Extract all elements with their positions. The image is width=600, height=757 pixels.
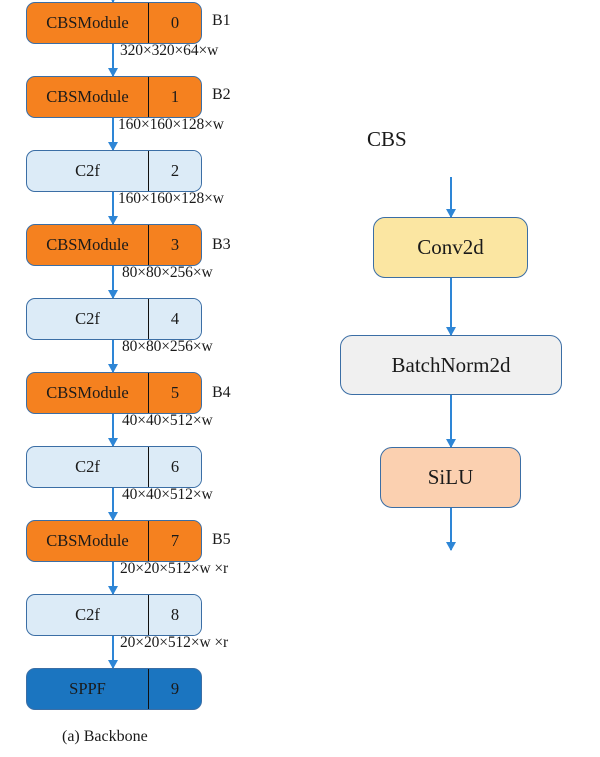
backbone-node-9-index: 9	[148, 669, 201, 709]
backbone-node-5[interactable]: CBSModule 5	[26, 372, 202, 414]
backbone-node-7-label: CBSModule	[46, 530, 129, 550]
edge-label-6: 40×40×512×w	[122, 486, 213, 503]
cbs-arrow-conv-bn	[450, 278, 452, 335]
cbs-node-batchnorm2d-label: BatchNorm2d	[391, 352, 511, 377]
cbs-node-silu[interactable]: SiLU	[380, 447, 521, 508]
backbone-node-1[interactable]: CBSModule 1	[26, 76, 202, 118]
backbone-arrow-6-7	[112, 488, 114, 520]
backbone-node-6-label: C2f	[75, 456, 100, 476]
backbone-node-8[interactable]: C2f 8	[26, 594, 202, 636]
figure-caption: (a) Backbone	[62, 728, 148, 745]
cbs-arrow-in	[450, 177, 452, 217]
edge-label-0: 320×320×64×w	[120, 42, 219, 59]
backbone-node-0-label: CBSModule	[46, 12, 129, 32]
backbone-arrow-2-3	[112, 192, 114, 224]
edge-label-4: 80×80×256×w	[122, 338, 213, 355]
backbone-node-8-index: 8	[148, 595, 201, 635]
backbone-node-0[interactable]: CBSModule 0	[26, 2, 202, 44]
edge-label-3: 80×80×256×w	[122, 264, 213, 281]
backbone-arrow-3-4	[112, 266, 114, 298]
backbone-node-3-label: CBSModule	[46, 234, 129, 254]
backbone-node-8-label: C2f	[75, 604, 100, 624]
edge-label-7: 20×20×512×w ×r	[120, 560, 229, 577]
cbs-node-conv2d-label: Conv2d	[417, 235, 484, 259]
backbone-arrow-8-9	[112, 636, 114, 668]
backbone-arrow-0-1	[112, 44, 114, 76]
backbone-arrow-1-2	[112, 118, 114, 150]
cbs-arrow-bn-silu	[450, 395, 452, 447]
backbone-node-7-index: 7	[148, 521, 201, 561]
backbone-arrow-in	[112, 0, 114, 2]
backbone-arrow-7-8	[112, 562, 114, 594]
backbone-node-5-index: 5	[148, 373, 201, 413]
backbone-node-3-index: 3	[148, 225, 201, 265]
backbone-node-4-index: 4	[148, 299, 201, 339]
backbone-arrow-4-5	[112, 340, 114, 372]
backbone-node-3[interactable]: CBSModule 3	[26, 224, 202, 266]
backbone-node-1-label: CBSModule	[46, 86, 129, 106]
backbone-node-4[interactable]: C2f 4	[26, 298, 202, 340]
edge-label-8: 20×20×512×w ×r	[120, 634, 229, 651]
backbone-node-7[interactable]: CBSModule 7	[26, 520, 202, 562]
backbone-node-9[interactable]: SPPF 9	[26, 668, 202, 710]
stage-tag-b3: B3	[212, 236, 231, 253]
edge-label-1: 160×160×128×w	[118, 116, 224, 133]
backbone-node-0-index: 0	[148, 3, 201, 43]
edge-label-5: 40×40×512×w	[122, 412, 213, 429]
backbone-node-2-index: 2	[148, 151, 201, 191]
cbs-arrow-out	[450, 508, 452, 550]
backbone-node-2[interactable]: C2f 2	[26, 150, 202, 192]
backbone-node-9-label: SPPF	[69, 678, 106, 698]
stage-tag-b4: B4	[212, 384, 231, 401]
cbs-node-silu-label: SiLU	[427, 465, 474, 489]
backbone-node-1-index: 1	[148, 77, 201, 117]
edge-label-2: 160×160×128×w	[118, 190, 224, 207]
backbone-node-5-label: CBSModule	[46, 382, 129, 402]
backbone-arrow-5-6	[112, 414, 114, 446]
stage-tag-b2: B2	[212, 86, 231, 103]
cbs-node-batchnorm2d[interactable]: BatchNorm2d	[340, 335, 562, 395]
stage-tag-b5: B5	[212, 531, 231, 548]
backbone-node-6[interactable]: C2f 6	[26, 446, 202, 488]
cbs-detail-title: CBS	[367, 127, 407, 151]
backbone-node-6-index: 6	[148, 447, 201, 487]
stage-tag-b1: B1	[212, 12, 231, 29]
backbone-node-4-label: C2f	[75, 308, 100, 328]
backbone-node-2-label: C2f	[75, 160, 100, 180]
cbs-node-conv2d[interactable]: Conv2d	[373, 217, 528, 278]
